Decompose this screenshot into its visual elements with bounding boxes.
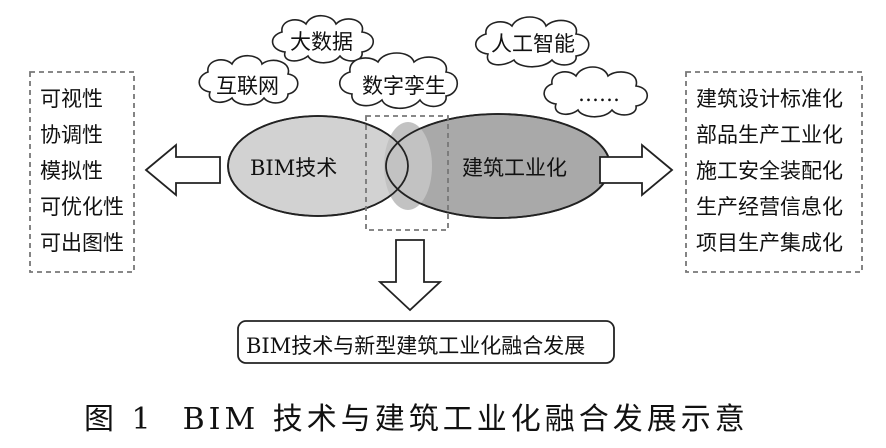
intersection-dashed-frame: [365, 115, 449, 231]
cloud-ai: [474, 16, 590, 68]
property-item: 可出图性: [40, 231, 124, 255]
left-arrow: [144, 143, 221, 197]
industrialization-item: 项目生产集成化: [696, 231, 843, 255]
cloud-label-digital-twin: 数字孪生: [362, 74, 446, 98]
industrialization-item: 施工安全装配化: [696, 159, 843, 183]
property-item: 协调性: [40, 123, 103, 147]
industrialization-box: [685, 71, 863, 273]
industrialization-item: 部品生产工业化: [696, 123, 843, 147]
industrialization-item: 生产经营信息化: [696, 195, 843, 219]
cloud-label-etc: ……: [578, 82, 620, 106]
industrialization-item: 建筑设计标准化: [696, 87, 843, 111]
cloud-digital-twin: [338, 52, 459, 110]
property-item: 模拟性: [40, 159, 103, 183]
cloud-big-data: [271, 14, 375, 64]
caption-number: 图 1: [84, 402, 155, 437]
properties-box: [29, 71, 135, 273]
cloud-label-big-data: 大数据: [290, 30, 353, 54]
figure-caption: 图 1 BIM 技术与建筑工业化融合发展示意: [84, 394, 749, 438]
cloud-label-internet: 互联网: [216, 74, 279, 98]
down-arrow: [377, 239, 443, 312]
cloud-internet: [198, 54, 299, 106]
property-item: 可视性: [40, 87, 103, 111]
venn-label-bim: BIM技术: [250, 156, 338, 180]
cloud-etc: [543, 66, 649, 118]
property-item: 可优化性: [40, 195, 124, 219]
right-arrow: [599, 143, 674, 197]
result-box: [237, 320, 615, 364]
result-label: BIM技术与新型建筑工业化融合发展: [246, 334, 586, 358]
venn-label-industrialization: 建筑工业化: [462, 156, 567, 180]
caption-title: BIM 技术与建筑工业化融合发展示意: [182, 402, 749, 437]
cloud-label-ai: 人工智能: [491, 32, 575, 56]
